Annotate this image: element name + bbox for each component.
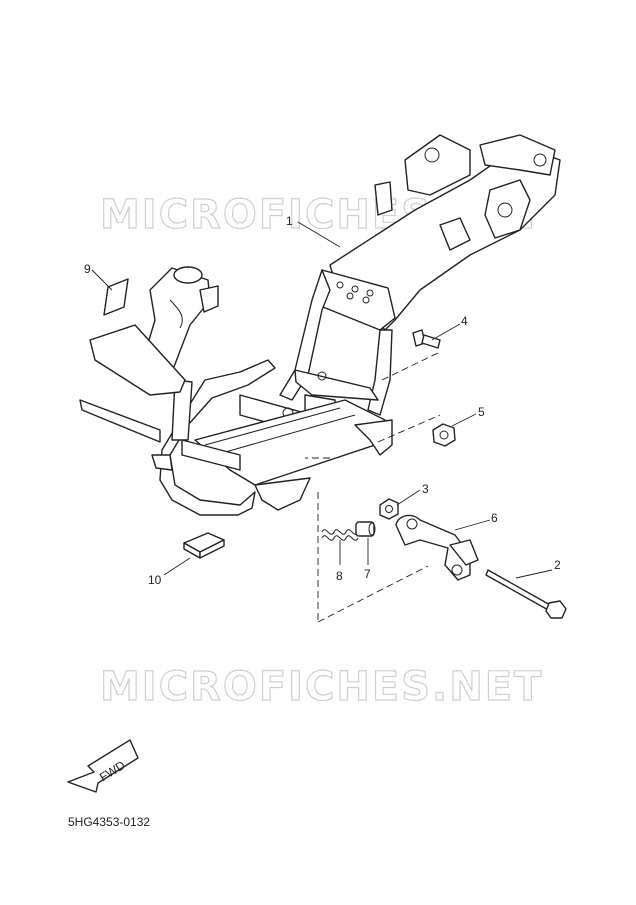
leader-lines	[91, 221, 553, 579]
fwd-arrow-icon: FWD	[67, 739, 139, 793]
label-plate-9	[103, 278, 129, 316]
long-bolt-2	[485, 569, 567, 619]
callout-6: 6	[491, 511, 498, 525]
callout-10: 10	[148, 573, 162, 587]
nut-3	[379, 498, 399, 520]
callout-1: 1	[286, 214, 293, 228]
callout-5: 5	[478, 405, 485, 419]
callout-8: 8	[336, 569, 343, 583]
callout-4: 4	[461, 314, 468, 328]
collar-7	[355, 521, 376, 537]
diagram-code: 5HG4353-0132	[68, 815, 151, 829]
callout-2: 2	[554, 558, 561, 572]
pad-10	[183, 532, 225, 559]
main-stand-6	[395, 514, 479, 581]
watermark-bottom: MICROFICHES.NET	[100, 664, 543, 710]
frame-body	[79, 134, 561, 516]
bolt-4	[412, 329, 441, 349]
callout-7: 7	[364, 567, 371, 581]
spring-8	[321, 529, 359, 541]
guide-lines	[305, 351, 441, 623]
nut-5	[432, 423, 456, 447]
callout-9: 9	[84, 262, 91, 276]
callout-3: 3	[422, 482, 429, 496]
